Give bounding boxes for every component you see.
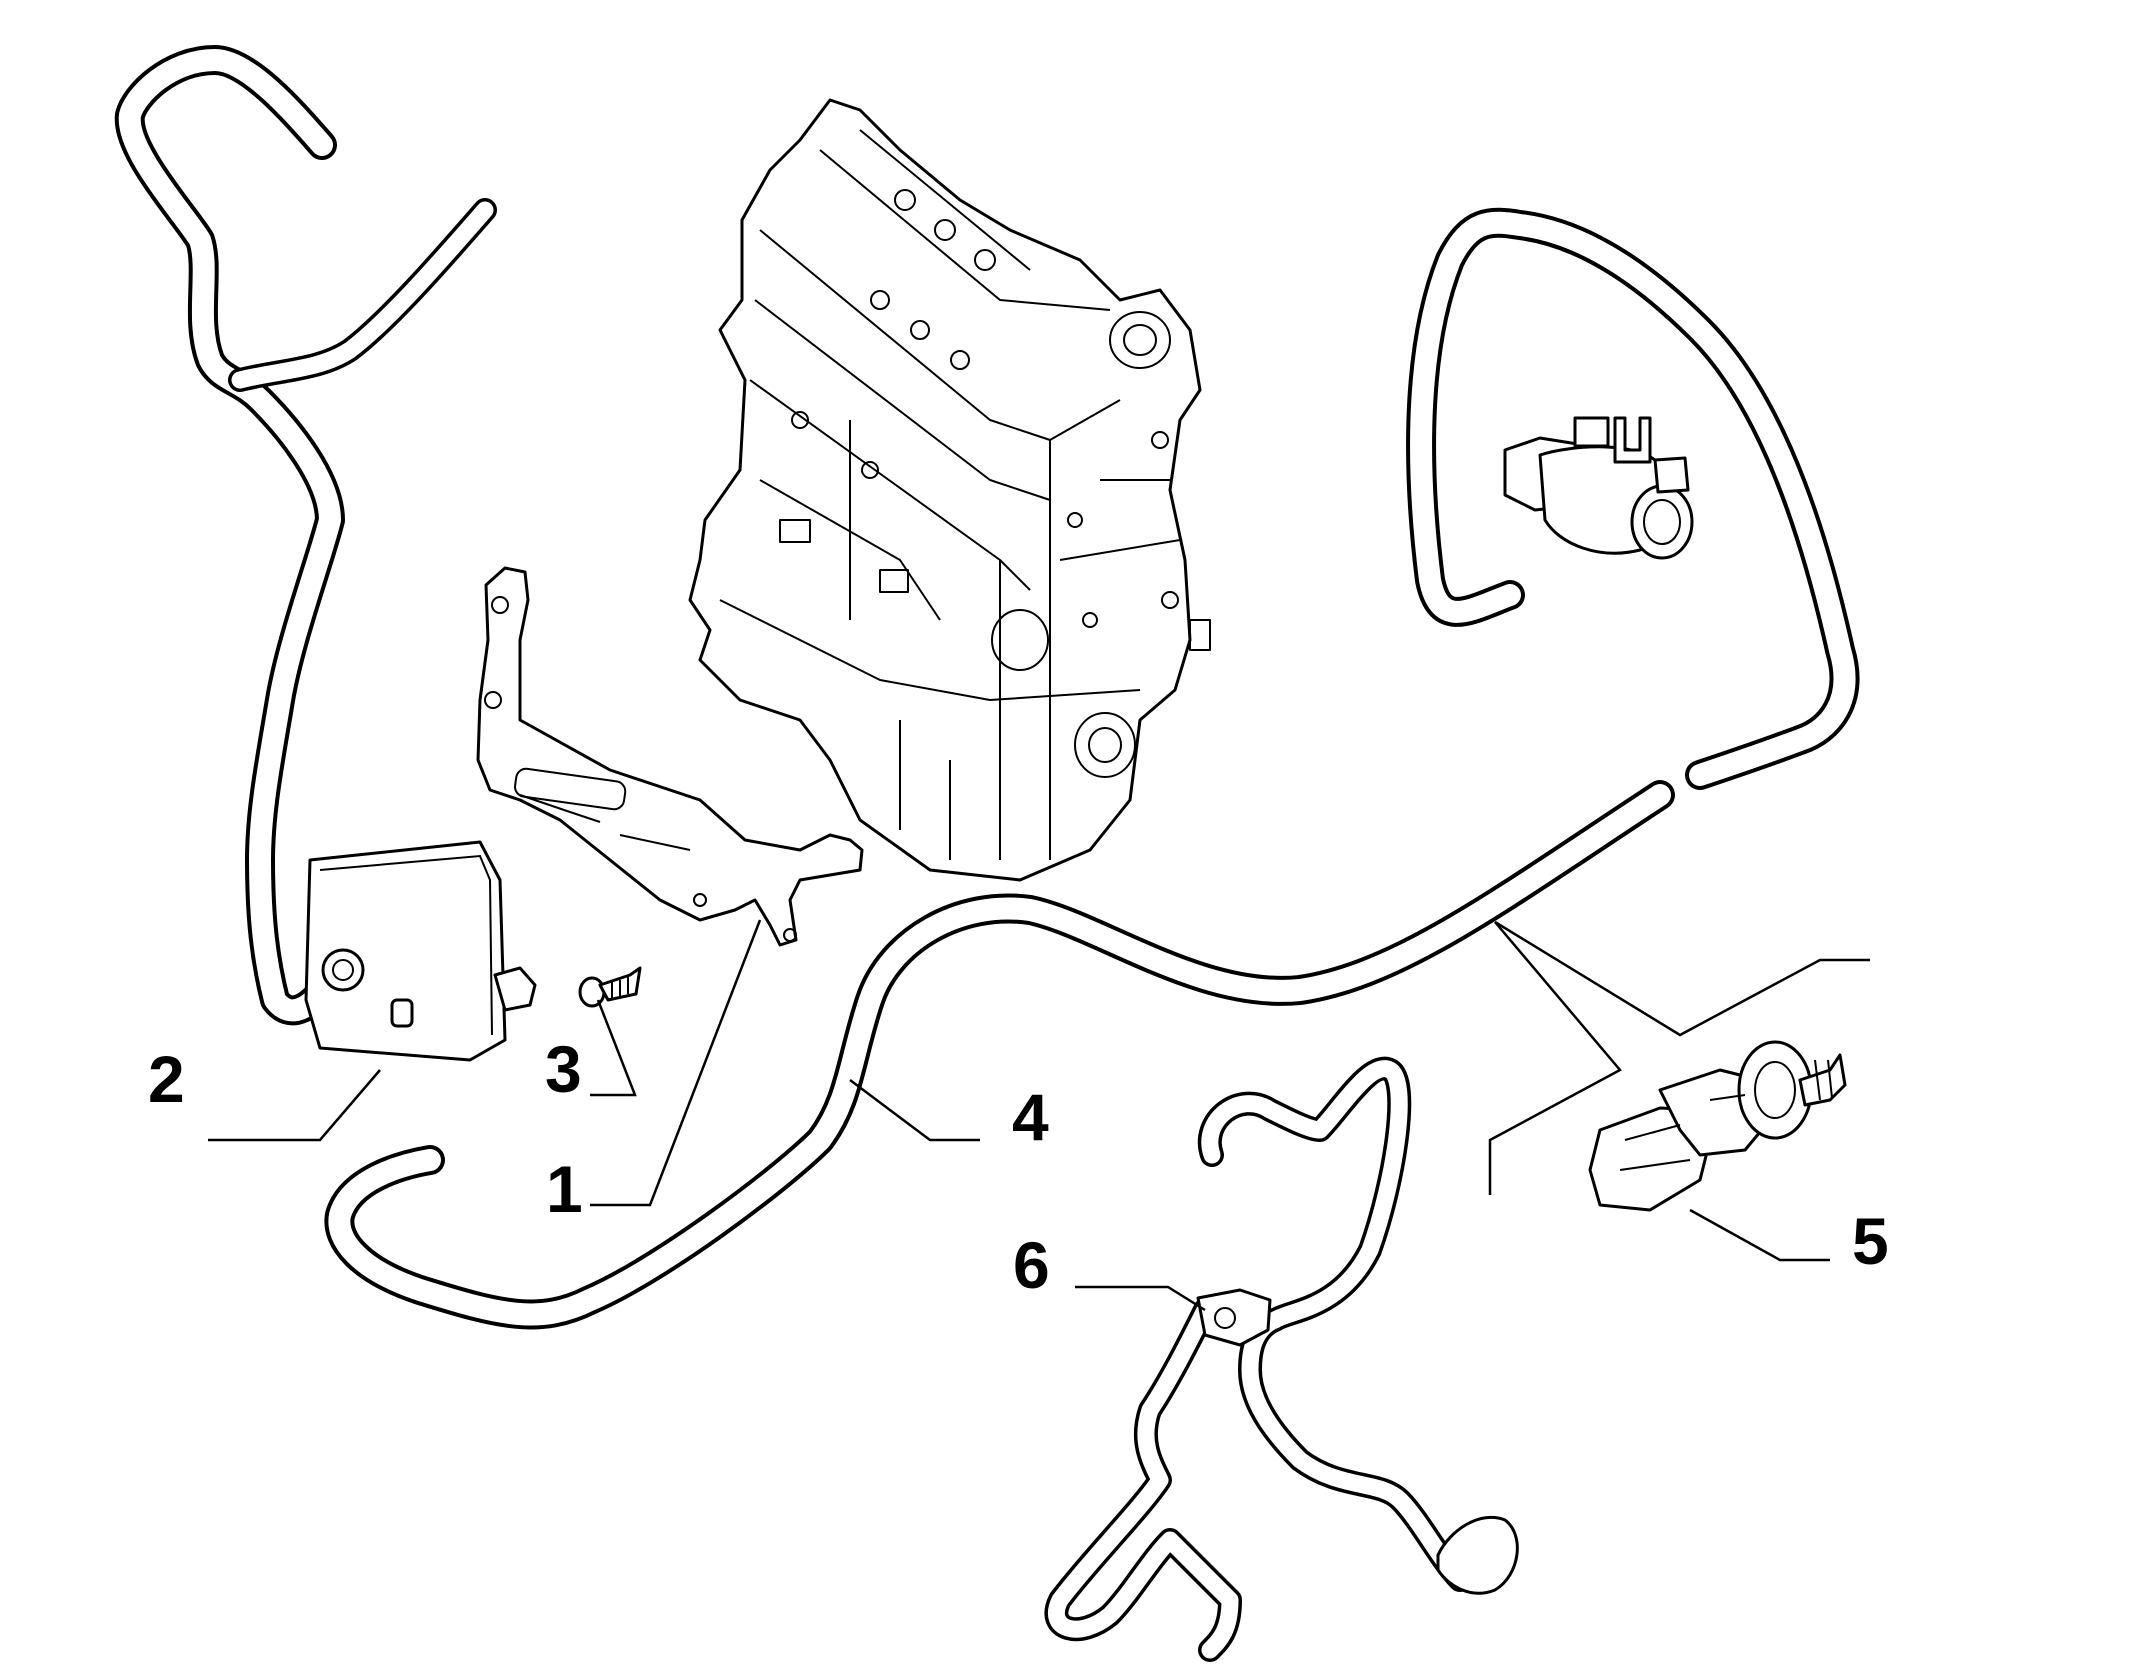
valve-hose-assembly [1406, 207, 1860, 790]
bolt-part-3 [578, 966, 642, 1008]
leader-hose-4-split-b [1494, 920, 1870, 1037]
callout-3: 3 [545, 1032, 582, 1106]
forked-hose-part-6 [1044, 1056, 1519, 1662]
leader-6 [1075, 1285, 1206, 1312]
leader-2 [208, 1069, 381, 1142]
engine-block [688, 98, 1211, 882]
long-hose-part-4 [324, 780, 1675, 1330]
leader-hose-4-split [1488, 921, 1622, 1195]
leader-1 [590, 919, 762, 1207]
callout-2: 2 [148, 1042, 185, 1116]
callout-5: 5 [1852, 1204, 1889, 1278]
leader-lines [208, 919, 1870, 1312]
callout-6: 6 [1013, 1228, 1050, 1302]
leader-3 [590, 999, 637, 1097]
callout-1: 1 [546, 1152, 583, 1226]
canister-hose-part-2 [114, 45, 537, 1062]
bracket-part-1 [476, 566, 864, 947]
leader-5 [1689, 1208, 1830, 1262]
callout-4: 4 [1012, 1080, 1049, 1154]
clip-part-5 [1588, 1040, 1847, 1212]
callout-labels: 1 2 3 4 5 6 [148, 1032, 1889, 1302]
leader-4 [849, 1079, 980, 1142]
